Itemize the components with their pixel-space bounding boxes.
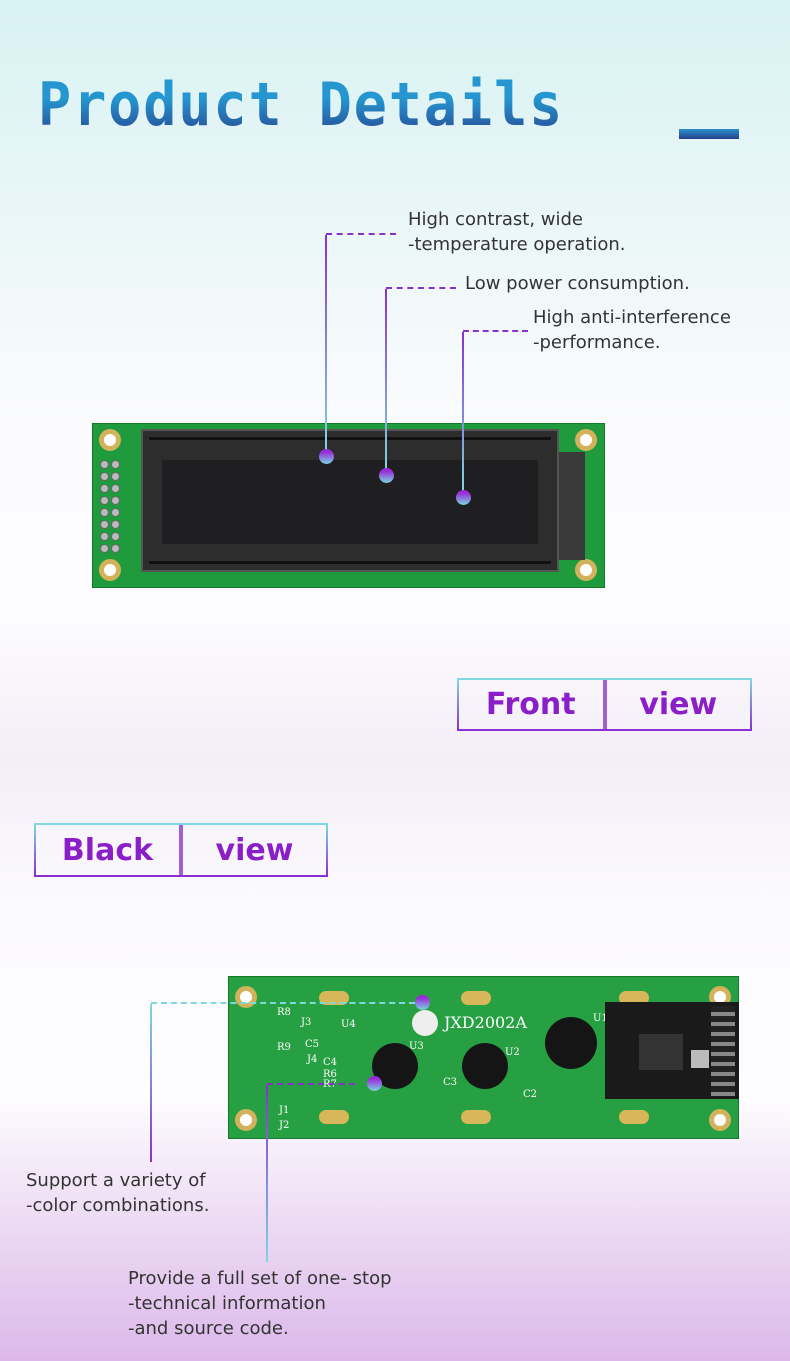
silk-label: U4 [341, 1019, 356, 1030]
chip-blob-u2 [462, 1043, 508, 1089]
callout-line: High contrast, wide [408, 209, 583, 230]
callout-dot [379, 468, 394, 483]
lcd-bezel [141, 429, 559, 572]
callout-line: -performance. [533, 332, 661, 353]
leader-line [150, 1004, 152, 1162]
silk-label: U1 [593, 1013, 608, 1024]
bracket-tab [319, 991, 349, 1005]
callout-contrast: High contrast, wide -temperature operati… [408, 207, 626, 257]
callout-dot [456, 490, 471, 505]
silk-label: R8 [277, 1007, 291, 1018]
callout-dot [415, 995, 430, 1010]
bracket-tab [619, 991, 649, 1005]
callout-line: Provide a full set of one- stop [128, 1268, 392, 1289]
label-word: Front [485, 687, 576, 722]
lcd-back-board: JXD2002A R8 R9 J3 J4 U4 C5 C4 R6 R7 U3 U… [228, 976, 739, 1139]
mount-hole [575, 429, 597, 451]
callout-line: -technical information [128, 1293, 326, 1314]
leader-line [266, 1085, 268, 1262]
bracket-tab [319, 1110, 349, 1124]
lcd-front-board [92, 423, 605, 588]
leader-line [462, 332, 464, 490]
callout-line: -color combinations. [26, 1195, 210, 1216]
callout-dot [367, 1076, 382, 1091]
logo-icon [412, 1010, 438, 1036]
adapter-chip [639, 1034, 683, 1070]
label-word: Black [61, 832, 154, 868]
callout-line: Support a variety of [26, 1170, 206, 1191]
leader-line [385, 289, 387, 469]
bracket-tab [461, 1110, 491, 1124]
silk-label: R6 [323, 1069, 337, 1080]
mount-hole [99, 559, 121, 581]
callout-dot [319, 449, 334, 464]
mount-hole [575, 559, 597, 581]
pin-header [100, 460, 122, 553]
silk-label: U2 [505, 1047, 520, 1058]
label-word: view [639, 687, 718, 722]
silk-label: J1 [279, 1105, 290, 1116]
potentiometer [691, 1050, 709, 1068]
silk-label: J2 [279, 1120, 290, 1131]
callout-line: -temperature operation. [408, 234, 626, 255]
silk-label: C3 [443, 1077, 458, 1088]
callout-interference: High anti-interference -performance. [533, 305, 731, 355]
page-title: Product Details [38, 70, 565, 140]
silk-label: C5 [305, 1039, 320, 1050]
pin-header [711, 1006, 735, 1096]
mount-hole [99, 429, 121, 451]
leader-line [463, 330, 528, 332]
callout-line: High anti-interference [533, 307, 731, 328]
callout-support: Provide a full set of one- stop -technic… [128, 1266, 392, 1341]
silk-label: R9 [277, 1042, 291, 1053]
silk-label: C2 [523, 1089, 538, 1100]
mount-hole [235, 986, 257, 1008]
leader-line [386, 287, 456, 289]
i2c-adapter-module [605, 1002, 739, 1099]
bracket-tab [461, 991, 491, 1005]
callout-line: Low power consumption. [465, 273, 690, 294]
front-view-label: Front view [457, 678, 752, 731]
leader-line [151, 1002, 415, 1004]
mount-hole [235, 1109, 257, 1131]
silk-label: J4 [307, 1054, 318, 1065]
silk-label: J3 [301, 1017, 312, 1028]
label-word: view [215, 832, 294, 868]
silk-label: U3 [409, 1041, 424, 1052]
chip-blob-u1 [545, 1017, 597, 1069]
callout-power: Low power consumption. [465, 271, 690, 296]
mount-hole [709, 1109, 731, 1131]
leader-line [325, 235, 327, 450]
leader-line [267, 1083, 355, 1085]
back-view-label: Black view [34, 823, 328, 877]
lcd-screen [162, 460, 538, 544]
bracket-tab [619, 1110, 649, 1124]
callout-color: Support a variety of -color combinations… [26, 1168, 209, 1218]
title-accent-bar [679, 129, 739, 139]
leader-line [326, 233, 396, 235]
silk-label: C4 [323, 1057, 338, 1068]
board-marking: JXD2002A [444, 1013, 527, 1032]
callout-line: -and source code. [128, 1318, 289, 1339]
